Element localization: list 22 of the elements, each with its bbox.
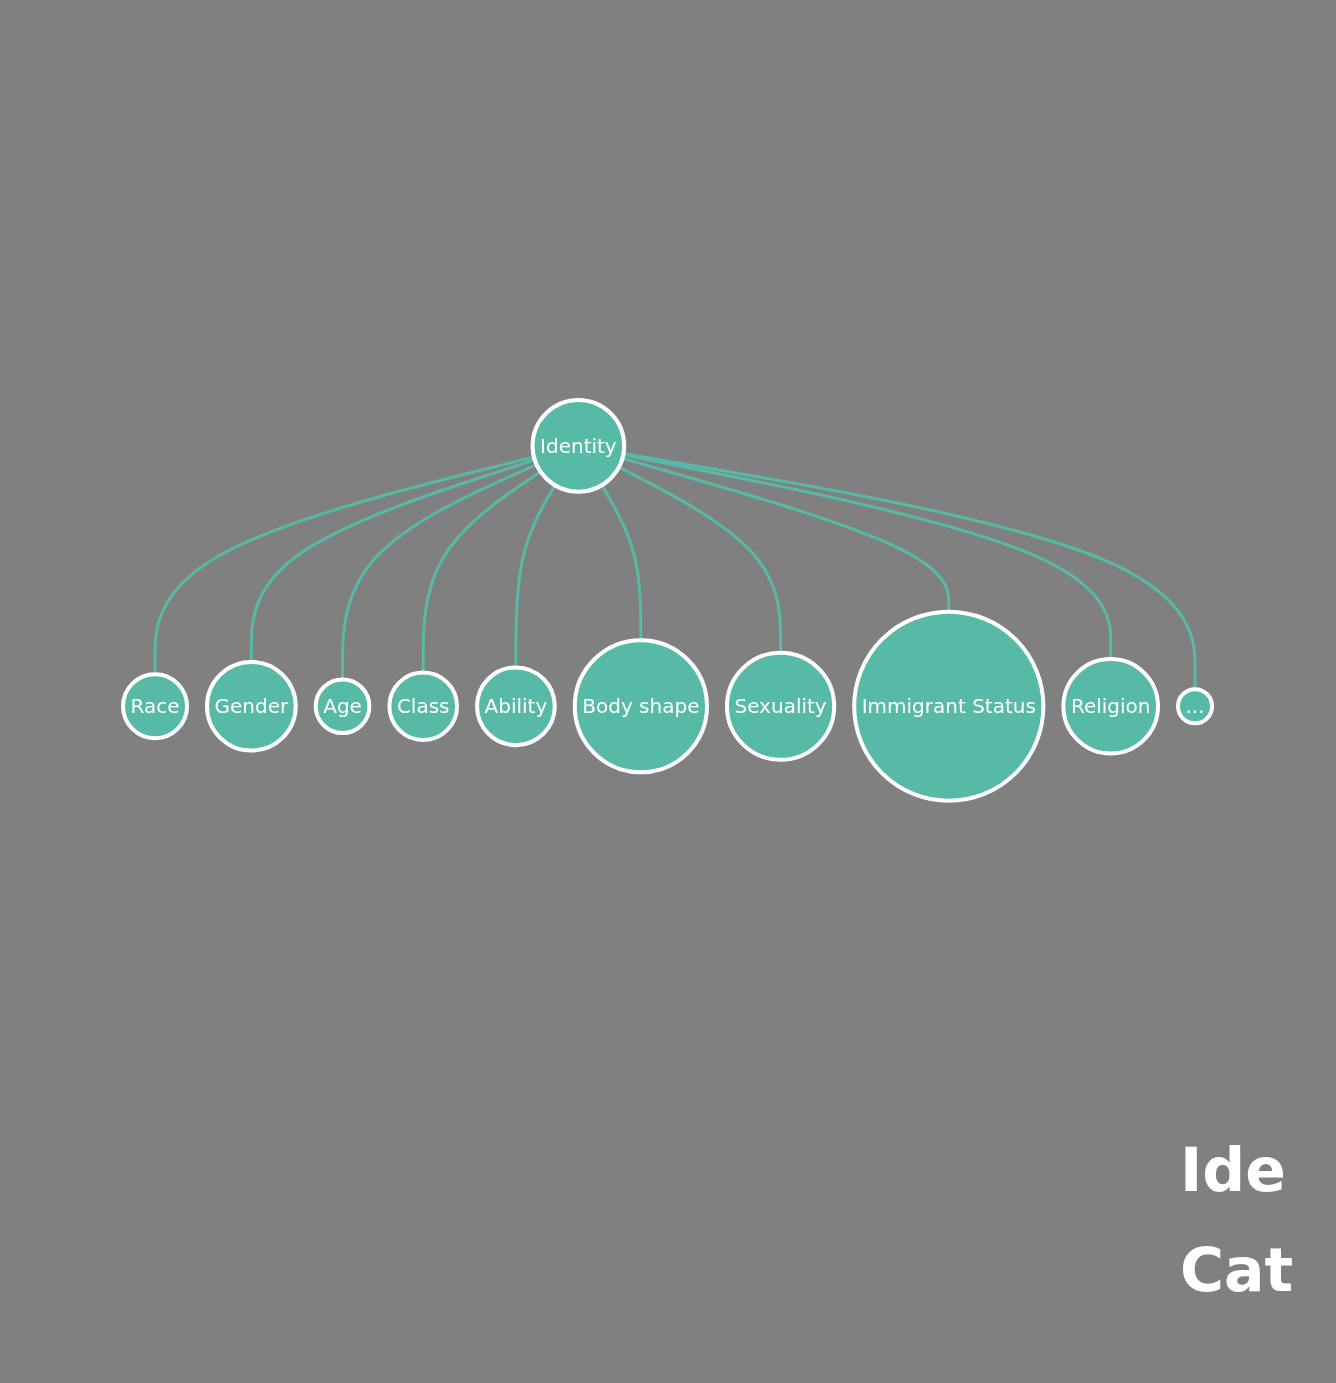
- connector: [250, 458, 536, 662]
- node-circle: Ability: [475, 664, 558, 747]
- node-circle: Body shape: [573, 637, 710, 774]
- node-circle: Identity: [531, 397, 627, 494]
- connector: [154, 455, 535, 674]
- node-circle: Race: [121, 671, 190, 740]
- connector: [623, 451, 1197, 689]
- node-circle: Immigrant Status: [852, 609, 1046, 803]
- connector: [600, 484, 643, 640]
- connector: [514, 484, 557, 667]
- node-circle: Age: [314, 677, 372, 735]
- connector: [623, 452, 1113, 659]
- node-circle: Sexuality: [725, 650, 837, 762]
- node-circle: Class: [387, 670, 460, 742]
- heading-text: Cat: [1180, 1234, 1294, 1307]
- node-circle: Religion: [1061, 656, 1161, 756]
- node-circle: ...: [1176, 686, 1215, 725]
- connector: [422, 469, 542, 672]
- heading-text: Ide: [1180, 1134, 1287, 1207]
- connector: [341, 462, 538, 679]
- connector: [618, 465, 783, 653]
- node-circle: Gender: [205, 659, 299, 753]
